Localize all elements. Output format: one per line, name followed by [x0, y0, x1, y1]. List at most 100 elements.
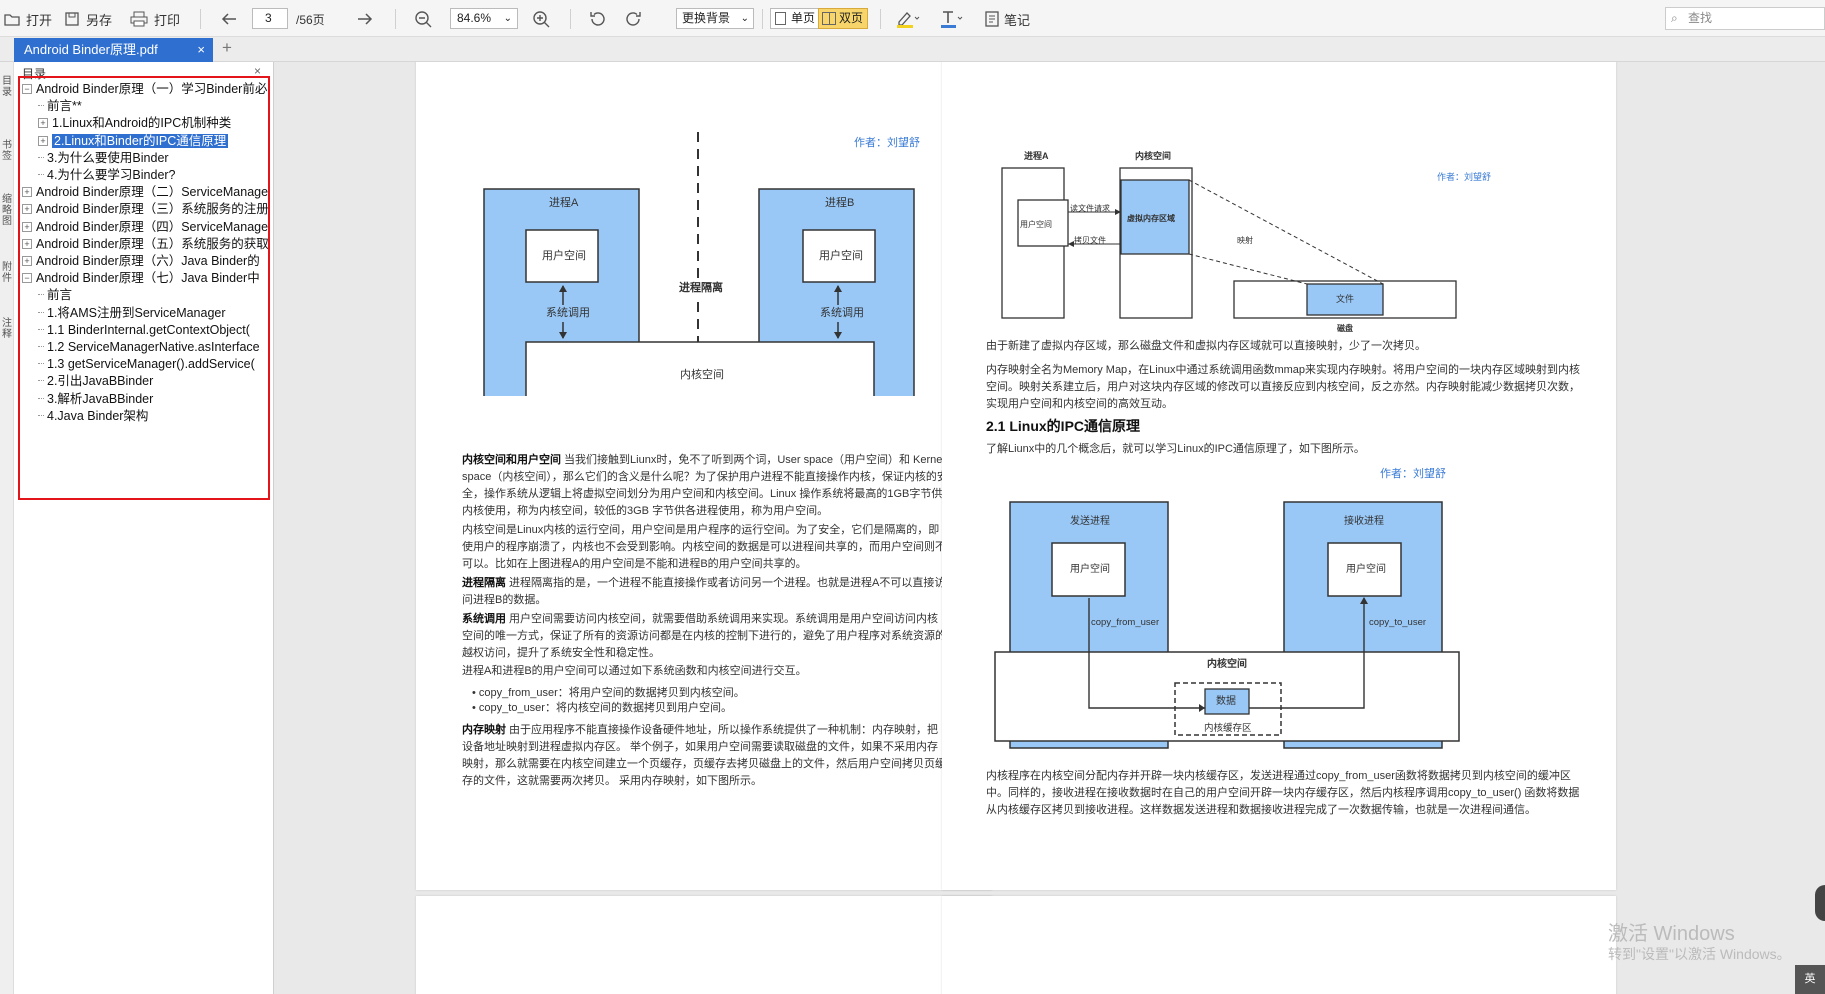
new-tab-button[interactable]: + [222, 38, 232, 57]
search-input[interactable]: ⌕ 查找 [1665, 7, 1825, 30]
tree-connector [38, 105, 44, 107]
rail-thumbnails[interactable]: 缩略图 [2, 194, 12, 227]
toc-item-label: 2.引出JavaBBinder [47, 374, 154, 389]
text-tool-button[interactable] [940, 7, 964, 31]
expand-icon[interactable]: + [22, 221, 32, 232]
toc-item-label: Android Binder原理（六）Java Binder的 [36, 254, 260, 268]
rail-attachments[interactable]: 附件 [2, 262, 12, 284]
toc-item[interactable]: 1.将AMS注册到ServiceManager [38, 304, 226, 322]
print-button[interactable]: 打印 [130, 7, 180, 31]
expand-icon[interactable]: + [22, 204, 32, 215]
document-tab[interactable]: Android Binder原理.pdf × [14, 38, 213, 62]
process-a-label: 进程A [1024, 151, 1049, 161]
bullet-item: • copy_to_user：将内核空间的数据拷贝到用户空间。 [472, 702, 732, 714]
rail-bookmarks[interactable]: 书签 [2, 140, 12, 162]
close-tab-icon[interactable]: × [197, 42, 205, 57]
toc-item-label: 4.Java Binder架构 [47, 408, 149, 423]
zoom-select[interactable]: 84.6%⌄ [450, 8, 518, 29]
user-space-a-label: 用户空间 [542, 250, 586, 262]
expand-icon[interactable]: + [22, 256, 32, 266]
ipc-diagram [994, 501, 1460, 749]
collapse-icon[interactable]: − [22, 273, 32, 284]
double-page-button[interactable]: 双页 [818, 8, 869, 29]
process-b-label: 进程B [825, 197, 855, 209]
toc-item[interactable]: +Android Binder原理（二）ServiceManage [22, 183, 268, 201]
tree-connector [38, 174, 44, 175]
rotate-left-icon [590, 12, 605, 26]
rail-annotations[interactable]: 注释 [2, 318, 12, 340]
expand-icon[interactable]: + [38, 135, 48, 146]
toc-item-label: 1.1 BinderInternal.getContextObject( [47, 322, 250, 337]
scroll-handle[interactable] [1815, 885, 1825, 921]
toc-item[interactable]: +Android Binder原理（四）ServiceManage [22, 218, 268, 236]
toc-item[interactable]: 1.1 BinderInternal.getContextObject( [38, 321, 250, 339]
expand-icon[interactable]: + [22, 187, 32, 198]
user-space-label: 用户空间 [1020, 220, 1052, 229]
process-a-label: 进程A [549, 197, 579, 209]
single-page-icon [775, 12, 786, 25]
rail-toc[interactable]: 目录 [2, 76, 12, 98]
author-label-top: 作者：刘望舒 [1437, 172, 1492, 182]
paragraph-ipc-explain: 内核程序在内核空间分配内存并开辟一块内核缓存区，发送进程通过copy_from_… [986, 770, 1580, 816]
toc-item[interactable]: −Android Binder原理（一）学习Binder前必 [22, 80, 267, 98]
chevron-down-icon: ⌄ [740, 13, 749, 24]
save-button[interactable]: 另存 [64, 7, 112, 31]
toc-item[interactable]: 3.为什么要使用Binder [38, 149, 169, 167]
toc-item[interactable]: +2.Linux和Binder的IPC通信原理 [38, 132, 229, 150]
toc-item-label: 4.为什么要学习Binder? [47, 168, 176, 182]
author-label: 作者：刘望舒 [854, 137, 920, 149]
open-button[interactable]: 打开 [4, 7, 52, 31]
bullet-item: • copy_from_user：将用户空间的数据拷贝到内核空间。 [472, 687, 745, 699]
highlight-tool-button[interactable] [896, 7, 920, 31]
toc-item[interactable]: + Android Binder原理（五）系统服务的获取 [22, 235, 269, 253]
toc-item[interactable]: 前言** [38, 97, 82, 115]
toc-item[interactable]: 4.Java Binder架构 [38, 407, 148, 425]
kernel-space-label: 内核空间 [1135, 151, 1172, 161]
toc-item[interactable]: 1.3 getServiceManager().addService( [38, 355, 255, 373]
toc-item-label: Android Binder原理（一）学习Binder前必 [36, 82, 268, 96]
kernel-cache-label: 内核缓存区 [1204, 723, 1252, 734]
zoom-out-icon [415, 11, 432, 28]
prev-page-button[interactable] [220, 7, 238, 31]
toc-item[interactable]: −Android Binder原理（七）Java Binder中 [22, 269, 260, 287]
page-number-input[interactable]: 3 [252, 8, 288, 29]
notes-button[interactable]: 笔记 [984, 7, 1030, 31]
toc-item[interactable]: +Android Binder原理（三）系统服务的注册 [22, 200, 268, 218]
rotate-left-button[interactable] [588, 7, 606, 31]
close-sidebar-icon[interactable]: × [254, 64, 262, 78]
toolbar-divider [395, 9, 396, 29]
toc-item[interactable]: 4.为什么要学习Binder? [38, 166, 176, 184]
next-page-button[interactable] [356, 7, 374, 31]
paragraph-bold: 系统调用 [462, 613, 506, 625]
background-label: 更换背景 [682, 11, 731, 25]
collapse-icon[interactable]: − [22, 84, 32, 94]
virtual-memory-label: 虚拟内存区域 [1127, 214, 1175, 223]
expand-icon[interactable]: + [22, 238, 32, 249]
toc-item[interactable]: +1.Linux和Android的IPC机制种类 [38, 114, 231, 132]
toc-item[interactable]: 3.解析JavaBBinder [38, 390, 153, 408]
double-page-icon [822, 12, 836, 25]
tree-connector [38, 397, 44, 399]
toc-item[interactable]: 1.2 ServiceManagerNative.asInterface [38, 338, 260, 356]
toc-item[interactable]: 2.引出JavaBBinder [38, 372, 153, 390]
expand-icon[interactable]: + [38, 118, 48, 129]
zoom-in-button[interactable] [532, 7, 550, 31]
user-space-b-label: 用户空间 [819, 250, 863, 262]
rotate-right-button[interactable] [625, 7, 643, 31]
process-isolation-diagram [483, 132, 915, 396]
toc-item-label: Android Binder原理（五）系统服务的获取 [36, 236, 269, 251]
toc-item[interactable]: + Android Binder原理（六）Java Binder的 [22, 252, 260, 270]
background-select[interactable]: 更换背景 ⌄ [676, 8, 754, 29]
toc-item-label: 1.将AMS注册到ServiceManager [47, 305, 226, 320]
kernel-space-label: 内核空间 [680, 369, 724, 381]
document-viewer[interactable]: 作者：刘望舒 进程A 进程B 用户空间 用户空间 系统调用 系统调用 进程隔离 … [274, 62, 1825, 994]
receiver-label: 接收进程 [1344, 516, 1384, 527]
note-icon [985, 11, 999, 27]
toolbar-divider [880, 9, 881, 29]
paragraph-text: 当我们接触到Liunx时，免不了听到两个词，User space（用户空间）和 … [462, 454, 948, 517]
zoom-out-button[interactable] [414, 7, 432, 31]
toc-item[interactable]: 前言 [38, 286, 72, 304]
paragraph-kernel-run: 内核空间是Linux内核的运行空间，用户空间是用户程序的运行空间。为了安全，它们… [462, 522, 948, 573]
ime-indicator[interactable]: 英 [1795, 965, 1825, 994]
single-page-button[interactable]: 单页 [770, 8, 821, 29]
